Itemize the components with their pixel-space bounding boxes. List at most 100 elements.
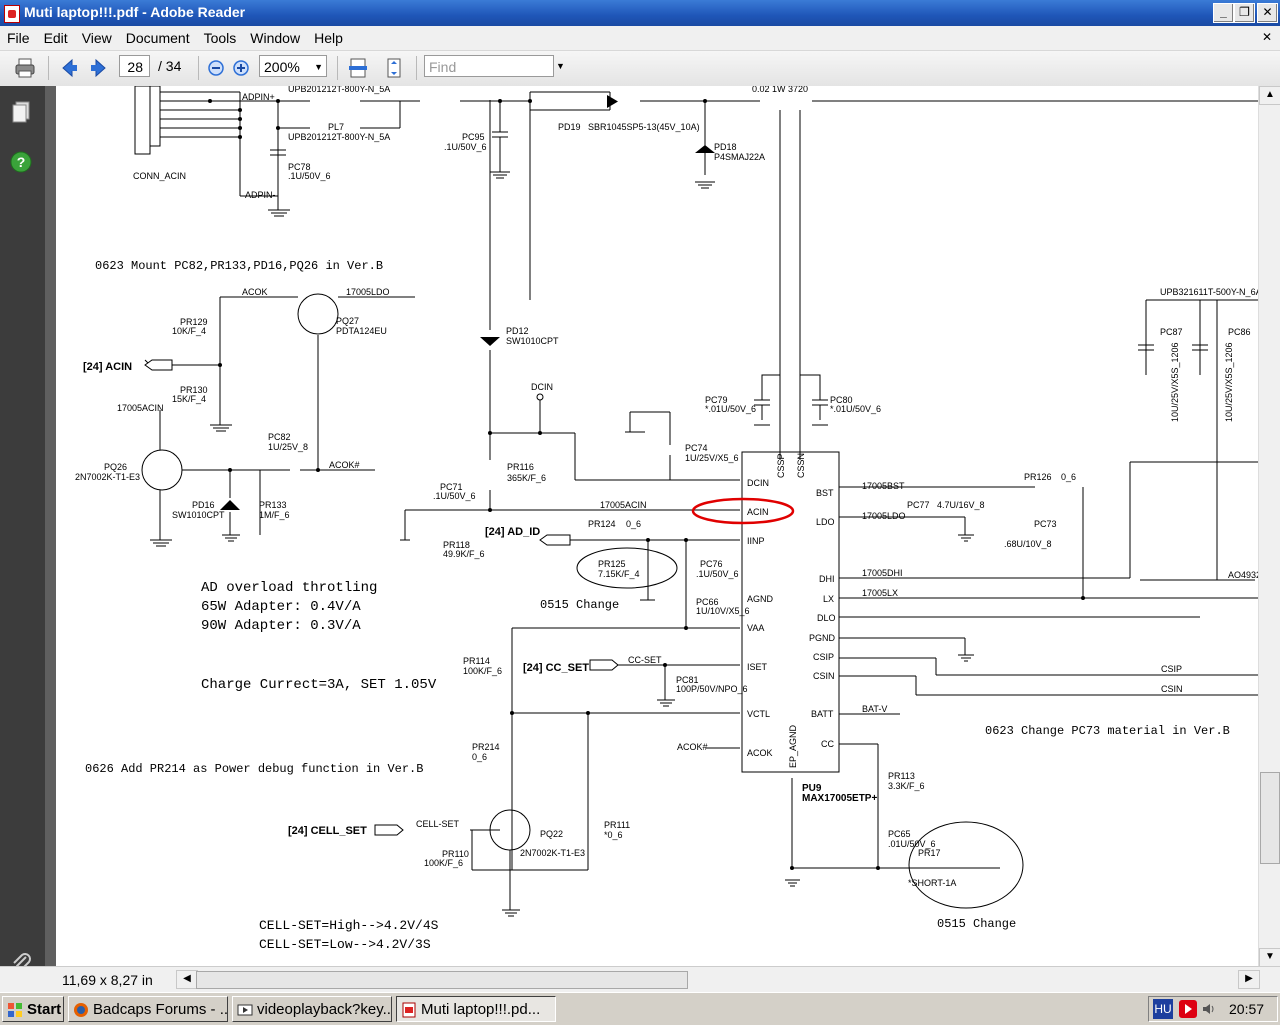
label-pd19v: SBR1045SP5-13(45V_10A) [588, 122, 700, 132]
label-pc66: PC66 [696, 597, 719, 607]
system-tray: HU 20:57 [1148, 996, 1278, 1022]
label-pc80v: *.01U/50V_6 [830, 404, 881, 414]
vertical-scroll-thumb[interactable] [1260, 772, 1280, 864]
pin-dlo: DLO [817, 613, 836, 623]
horizontal-scroll-thumb[interactable] [196, 971, 688, 989]
print-icon[interactable] [14, 57, 36, 79]
label-pr113: PR113 [888, 771, 915, 781]
start-button[interactable]: Start [2, 996, 64, 1022]
label-17005lx: 17005LX [862, 588, 898, 598]
navigation-panel: ? [0, 86, 56, 986]
previous-page-icon[interactable] [58, 57, 80, 79]
menu-window[interactable]: Window [250, 30, 301, 46]
fit-page-icon[interactable] [383, 57, 405, 79]
acin-highlight-ellipse [691, 497, 795, 525]
pages-icon[interactable] [11, 100, 33, 124]
zoom-in-icon[interactable] [230, 57, 252, 79]
label-pd18: PD18 [714, 142, 737, 152]
task-videoplayback[interactable]: videoplayback?key... [232, 996, 392, 1022]
language-indicator[interactable]: HU [1153, 999, 1173, 1019]
port-acin: [24] ACIN [83, 361, 132, 373]
label-cc-set: CC-SET [628, 655, 662, 665]
page-total: / 34 [158, 58, 182, 74]
pin-cssn: CSSN [796, 453, 806, 478]
label-pc66v: 1U/10V/X5_6 [696, 606, 750, 616]
label-pr130v: 15K/F_4 [172, 394, 206, 404]
pin-ldo: LDO [816, 517, 835, 527]
scroll-up-icon[interactable]: ▲ [1259, 86, 1280, 105]
label-pr129: PR129 [180, 317, 208, 327]
menu-file[interactable]: File [7, 30, 30, 46]
document-view[interactable]: UPB201212T-800Y-N_5A UPB201212T-800Y-N_5… [56, 86, 1258, 966]
note-ad-overload: AD overload throtling [201, 580, 377, 596]
label-pu9v: MAX17005ETP+ [802, 793, 877, 804]
find-options-chevron-icon[interactable]: ▼ [556, 61, 565, 71]
task-badcaps[interactable]: Badcaps Forums - ... [68, 996, 228, 1022]
label-pr114: PR114 [463, 656, 490, 666]
schematic-wires [134, 86, 1258, 917]
scroll-left-icon[interactable]: ◀ [176, 970, 198, 989]
menu-document[interactable]: Document [125, 30, 190, 46]
next-page-icon[interactable] [88, 57, 110, 79]
restore-button[interactable]: ❐ [1234, 3, 1255, 23]
label-pd12: PD12 [506, 326, 529, 336]
label-pc81v: 100P/50V/NPO_6 [676, 684, 748, 694]
media-tray-icon[interactable] [1179, 1000, 1197, 1018]
label-upb1: UPB201212T-800Y-N_5A [288, 86, 390, 94]
label-pr118: PR118 [443, 540, 470, 550]
label-pc74v: 1U/25V/X5_6 [685, 453, 739, 463]
diode-pd19-icon [607, 95, 618, 108]
label-pc77v: 4.7U/16V_8 [937, 500, 985, 510]
task-label: videoplayback?key... [257, 1001, 392, 1018]
label-pu9: PU9 [802, 783, 822, 794]
zoom-level-select[interactable]: 200% ▼ [259, 55, 327, 77]
scroll-right-icon[interactable]: ▶ [1238, 970, 1260, 989]
minimize-button[interactable]: _ [1213, 3, 1234, 23]
label-pc86v: 10U/25V/X5S_1206 [1224, 342, 1234, 422]
panel-splitter[interactable] [45, 86, 56, 986]
start-label: Start [27, 1001, 62, 1018]
label-pr17v: *SHORT-1A [908, 878, 956, 888]
label-pc86: PC86 [1228, 327, 1251, 337]
label-pq22v: 2N7002K-T1-E3 [520, 848, 585, 858]
label-pc65v: .01U/50V_6 [888, 839, 936, 849]
port-ad-id: [24] AD_ID [485, 526, 540, 538]
pq22-symbol [489, 809, 531, 851]
schematic-drawing: UPB201212T-800Y-N_5A UPB201212T-800Y-N_5… [75, 86, 1258, 952]
pin-acin: ACIN [747, 507, 769, 517]
menu-close-icon[interactable]: ✕ [1262, 30, 1273, 44]
scroll-down-icon[interactable]: ▼ [1259, 948, 1280, 967]
label-pr126v: 0_6 [1061, 472, 1076, 482]
chip-pins: DCIN ACIN IINP AGND VAA ISET VCTL ACOK B… [747, 453, 836, 768]
label-pc78: PC78 [288, 162, 311, 172]
menu-edit[interactable]: Edit [43, 30, 68, 46]
label-adpin-p: ADPIN+ [242, 92, 275, 102]
note-pc73: 0623 Change PC73 material in Ver.B [985, 724, 1230, 738]
label-pq26v: 2N7002K-T1-E3 [75, 472, 140, 482]
fit-width-icon[interactable] [347, 57, 369, 79]
label-pc95v: .1U/50V_6 [444, 142, 487, 152]
zoom-out-icon[interactable] [205, 57, 227, 79]
volume-icon[interactable] [1201, 1001, 1217, 1017]
port-labels: [24] ACIN [24] AD_ID [24] CC_SET [24] CE… [83, 361, 589, 837]
menu-view[interactable]: View [81, 30, 112, 46]
note-90w: 90W Adapter: 0.3V/A [201, 618, 361, 634]
label-csin: CSIN [1161, 684, 1183, 694]
menu-help[interactable]: Help [314, 30, 343, 46]
label-pc79v: *.01U/50V_6 [705, 404, 756, 414]
label-pc87v: 10U/25V/X5S_1206 [1170, 342, 1180, 422]
pdf-icon [402, 1002, 416, 1018]
task-adobe-reader[interactable]: Muti laptop!!!.pd... [396, 996, 556, 1022]
pin-csip: CSIP [813, 652, 834, 662]
help-icon[interactable]: ? [10, 151, 32, 173]
vertical-scrollbar[interactable]: ▲ ▼ [1258, 86, 1280, 967]
page-number-input[interactable]: 28 [119, 55, 150, 77]
label-pr214v: 0_6 [472, 752, 487, 762]
taskbar: Start Badcaps Forums - ... videoplayback… [0, 992, 1280, 1025]
close-button[interactable]: ✕ [1257, 3, 1278, 23]
label-pr110v: 100K/F_6 [424, 858, 463, 868]
menu-tools[interactable]: Tools [203, 30, 237, 46]
pin-ep-agnd: EP_AGND [788, 724, 798, 768]
diode-pd18-icon [695, 145, 715, 153]
find-input[interactable]: Find [424, 55, 554, 77]
